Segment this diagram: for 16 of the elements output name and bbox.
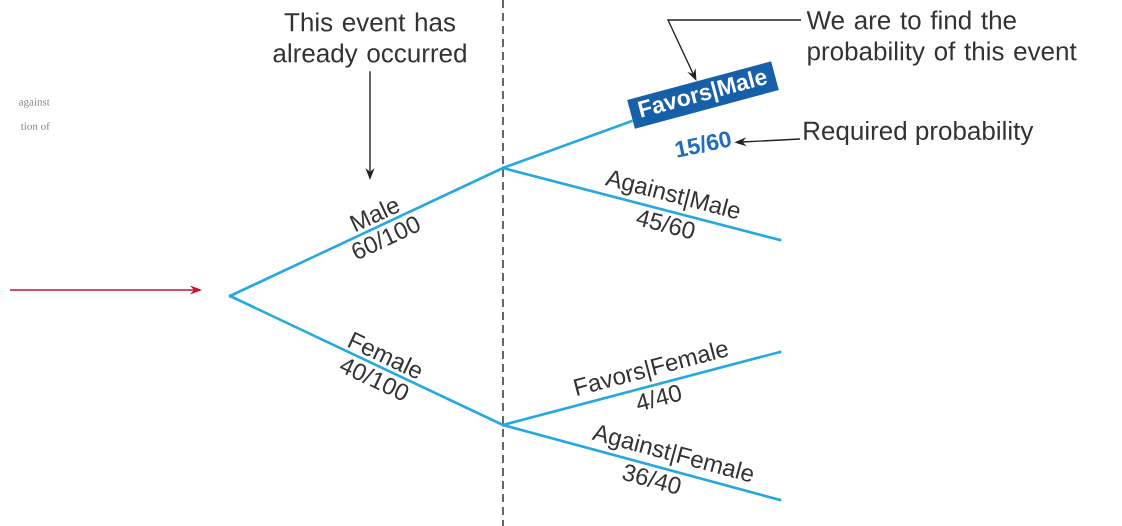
branch-point [778, 238, 782, 242]
branch-line [502, 119, 633, 170]
annotation-text: This event has already occurred [273, 12, 466, 68]
text-fragment: tion of [20, 122, 50, 130]
branch-line [502, 423, 781, 502]
branch-line [502, 350, 781, 427]
branch-point [778, 350, 782, 354]
branch-point [228, 294, 232, 298]
annotation-text: We are to find the probability of this event [806, 10, 1077, 66]
branch-point [778, 498, 782, 502]
annotation-text: Required probability [804, 120, 1034, 146]
text-fragment: against [19, 98, 50, 108]
branch-line [229, 166, 504, 298]
branch-line [502, 166, 781, 242]
probability-label: 15/60 [675, 131, 731, 158]
branch-line [229, 294, 504, 427]
